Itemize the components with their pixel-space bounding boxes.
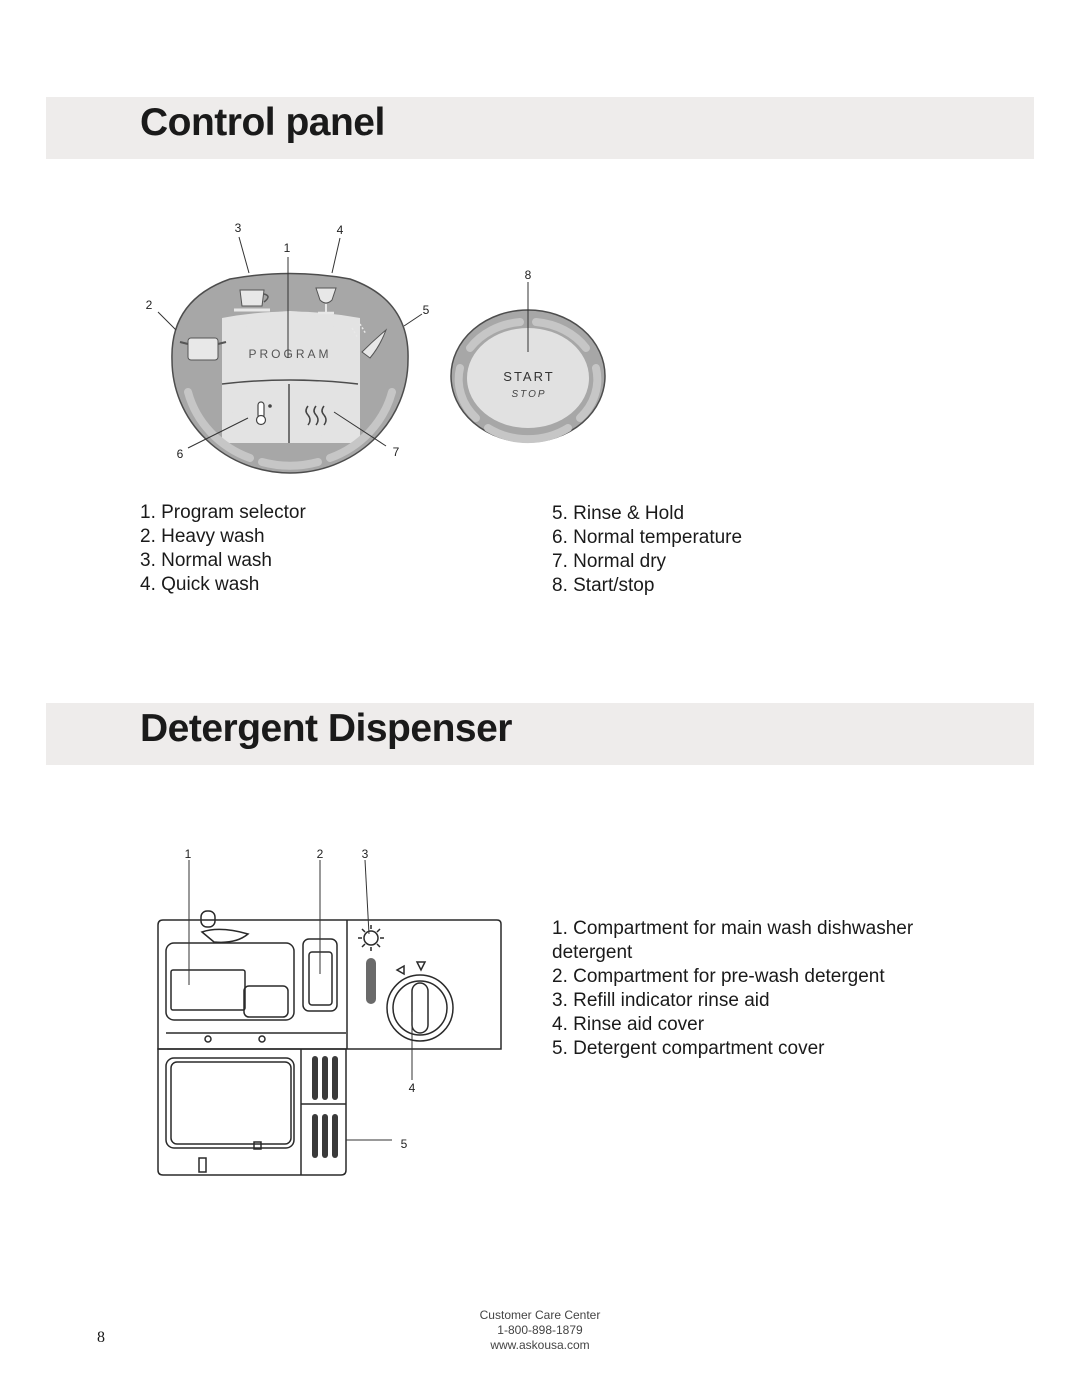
control-panel-list-right: 5. Rinse & Hold 6. Normal temperature 7.…: [552, 502, 742, 598]
refill-indicator-window: [366, 958, 376, 1004]
detergent-dispenser-list: 1. Compartment for main wash dishwasher …: [552, 917, 972, 1061]
footer-contact: Customer Care Center 1-800-898-1879 www.…: [440, 1308, 640, 1353]
section-title-control-panel: Control panel: [140, 101, 385, 144]
footer-phone: 1-800-898-1879: [497, 1323, 583, 1337]
callout-5: 5: [423, 303, 430, 317]
callout-6: 6: [177, 447, 184, 461]
start-label: START: [503, 369, 554, 384]
footer-line-1: Customer Care Center: [479, 1308, 601, 1322]
list-item: 5. Detergent compartment cover: [552, 1038, 825, 1059]
program-ring: [171, 272, 409, 474]
dispenser-callout-3: 3: [362, 847, 369, 861]
program-label: PROGRAM: [248, 347, 331, 361]
detergent-dispenser-diagram: 1 2 3 4 5: [157, 847, 502, 1176]
start-stop-ring: [450, 309, 606, 444]
list-item: 4. Quick wash: [140, 574, 260, 595]
callout-4: 4: [337, 223, 344, 237]
detergent-dispenser-header: Detergent Dispenser: [46, 703, 1034, 765]
list-item: 6. Normal temperature: [552, 527, 743, 548]
list-item: 4. Rinse aid cover: [552, 1014, 705, 1035]
footer-website: www.askousa.com: [490, 1338, 590, 1352]
dispenser-callout-2: 2: [317, 847, 324, 861]
list-item: 1. Program selector: [140, 502, 306, 523]
callout-1: 1: [284, 241, 291, 255]
normal-dry-steam-icon: [305, 405, 327, 426]
control-panel-header: Control panel: [46, 97, 1034, 159]
quick-wash-glass-icon: [315, 287, 337, 315]
list-item: 1. Compartment for main wash dishwasher …: [552, 918, 914, 963]
dispenser-callout-1: 1: [185, 847, 192, 861]
callout-8: 8: [525, 268, 532, 282]
list-item: 2. Heavy wash: [140, 526, 265, 547]
heavy-wash-pot-icon: [179, 337, 227, 361]
callout-2: 2: [146, 298, 153, 312]
control-panel-list-left: 1. Program selector 2. Heavy wash 3. Nor…: [140, 501, 306, 597]
lid-vent-slots: [312, 1056, 338, 1158]
dispenser-body: [157, 910, 502, 1176]
rinse-hold-spray-icon: [351, 323, 388, 359]
callout-7: 7: [393, 445, 400, 459]
list-item: 3. Refill indicator rinse aid: [552, 990, 770, 1011]
stop-label: STOP: [511, 389, 546, 400]
section-title-detergent-dispenser: Detergent Dispenser: [140, 707, 512, 750]
dispenser-leader-lines: [188, 859, 413, 1141]
normal-wash-cup-icon: [234, 289, 270, 312]
callout-3: 3: [235, 221, 242, 235]
list-item: 2. Compartment for pre-wash detergent: [552, 966, 885, 987]
list-item: 5. Rinse & Hold: [552, 503, 685, 524]
list-item: 3. Normal wash: [140, 550, 272, 571]
control-panel-leader-lines: [157, 236, 529, 449]
dispenser-callout-4: 4: [409, 1081, 416, 1095]
normal-temperature-thermometer-icon: [255, 401, 272, 426]
page-number: 8: [97, 1329, 105, 1346]
list-item: 7. Normal dry: [552, 551, 667, 572]
list-item: 8. Start/stop: [552, 575, 655, 596]
dispenser-callout-5: 5: [401, 1137, 408, 1151]
control-panel-diagram: PROGRAM START STOP 1 2 3 4 5 6 7 8: [146, 221, 606, 474]
